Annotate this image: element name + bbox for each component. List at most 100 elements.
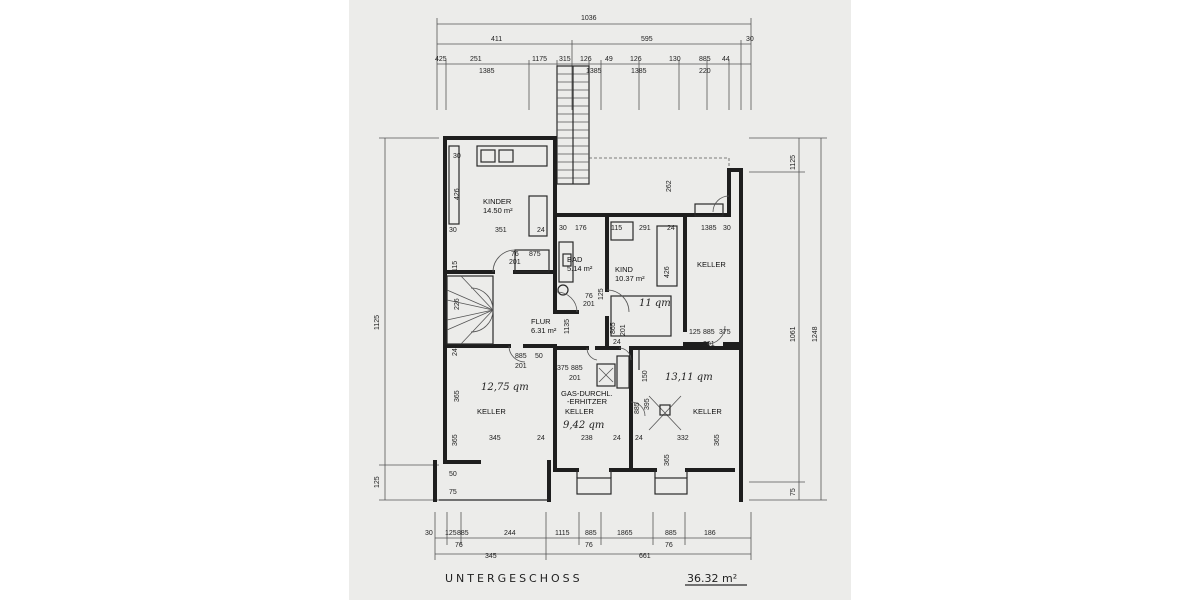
room-keller-se-hand: 13,11 qm [665, 372, 713, 383]
dim-top-row2-1: 595 [641, 36, 653, 43]
fixtures [448, 145, 724, 431]
dim-bottom-row2-2: 76 [665, 542, 673, 549]
dim-bottom-row1-0: 30 [425, 530, 433, 537]
dim-int-2: 30 [449, 227, 457, 234]
dim-int-18: 50 [449, 471, 457, 478]
room-gas-label-2: -ERHITZER [567, 397, 608, 406]
room-kind-name: KIND [615, 265, 634, 274]
dim-left-0: 1125 [374, 315, 381, 330]
dim-int-34: 125 [689, 329, 701, 336]
room-keller-ne-name: KELLER [697, 260, 726, 269]
side-dimensions: 1125 125 1125 1061 1248 75 [374, 137, 827, 501]
external-stair [556, 65, 730, 215]
room-gas-label-1: GAS-DURCHL. [561, 389, 613, 398]
room-bad-area: 5.14 m² [567, 264, 593, 273]
dim-int-29: 76 [585, 293, 593, 300]
room-kinder-name: KINDER [483, 197, 512, 206]
room-keller-mid-hand: 9,42 qm [563, 420, 604, 431]
dim-int-30: 201 [583, 301, 595, 308]
dim-top-row3-6: 126 [630, 56, 642, 63]
dim-int-48: 332 [677, 435, 689, 442]
dim-top-row3-9: 44 [722, 56, 730, 63]
dim-int-12: 50 [535, 353, 543, 360]
dim-int-40: 885 [571, 365, 583, 372]
dim-int-39: 375 [557, 365, 569, 372]
dim-int-43: 885 [634, 402, 641, 414]
dim-int-28: 125 [598, 288, 605, 300]
room-keller-se-name: KELLER [693, 407, 722, 416]
dim-bottom-row3-1: 661 [639, 553, 651, 560]
dim-int-38: 24 [613, 339, 621, 346]
dim-top-row3-7: 130 [669, 56, 681, 63]
dim-int-41: 201 [569, 375, 581, 382]
dim-int-27: 426 [664, 266, 671, 278]
dim-bottom-row1-4: 1115 [555, 530, 570, 537]
room-keller-sw-hand: 12,75 qm [481, 382, 529, 393]
dim-int-10: 24 [452, 348, 459, 356]
dim-int-6: 875 [529, 251, 541, 258]
top-dimensions: 1036 411 595 30 425 251 1175 315 126 49 … [435, 15, 754, 110]
dim-bottom-row1-2: 885 [457, 530, 469, 537]
dim-int-42: 150 [642, 370, 649, 382]
dim-int-5: 76 [511, 251, 519, 258]
dim-top-row3-3: 315 [559, 56, 571, 63]
room-keller-sw-name: KELLER [477, 407, 506, 416]
dim-int-14: 365 [454, 390, 461, 402]
room-flur-area: 6.31 m² [531, 326, 557, 335]
dim-int-36: 375 [719, 329, 731, 336]
dim-top-row3-4: 126 [580, 56, 592, 63]
dim-int-47: 24 [635, 435, 643, 442]
dim-left-1: 125 [374, 476, 381, 488]
dim-bottom-row1-6: 1865 [617, 530, 633, 537]
doors [492, 195, 730, 417]
dim-bottom-row1-7: 885 [665, 530, 677, 537]
room-bad-name: BAD [567, 255, 583, 264]
dim-top-row3-1: 251 [470, 56, 482, 63]
dim-right-3: 75 [790, 488, 797, 496]
room-kind-area: 10.37 m² [615, 274, 645, 283]
walls [433, 136, 743, 502]
dim-int-22: 115 [611, 225, 622, 232]
dim-int-33: 201 [620, 324, 627, 336]
dim-top-row4-2: 1385 [631, 68, 647, 75]
dim-top-row4-1: 1385 [586, 68, 602, 75]
dim-int-35: 885 [703, 329, 715, 336]
dim-int-23: 291 [639, 225, 651, 232]
interior-dimensions: 30 426 30 351 24 76 875 201 115 226 24 8… [449, 153, 731, 496]
dim-int-37: 201 [703, 341, 715, 348]
dim-int-13: 201 [515, 363, 527, 370]
floor-plan: 1036 411 595 30 425 251 1175 315 126 49 … [374, 15, 827, 586]
dim-int-0: 30 [453, 153, 461, 160]
room-labels: KINDER 14.50 m² BAD 5.14 m² KIND 10.37 m… [477, 197, 726, 431]
dim-int-50: 365 [664, 454, 671, 466]
dim-int-44: 395 [644, 398, 651, 410]
room-keller-mid-name: KELLER [565, 407, 594, 416]
dim-top-row4-3: 220 [699, 68, 711, 75]
dim-int-8: 115 [452, 261, 459, 272]
room-kinder-area: 14.50 m² [483, 206, 513, 215]
total-area: 36.32 m² [687, 572, 737, 585]
dim-top-row2-2: 30 [746, 36, 754, 43]
dim-int-51: 262 [666, 180, 673, 192]
dim-bottom-row1-3: 244 [504, 530, 516, 537]
dim-int-11: 885 [515, 353, 527, 360]
dim-int-9: 226 [454, 298, 461, 310]
bottom-dimensions: 30 125 885 244 1115 885 1865 885 186 76 … [425, 512, 752, 560]
dim-int-24: 24 [667, 225, 675, 232]
room-flur-name: FLUR [531, 317, 551, 326]
dim-right-0: 1125 [790, 155, 797, 170]
dim-int-45: 238 [581, 435, 593, 442]
dim-top-row3-2: 1175 [532, 56, 547, 63]
dim-bottom-row1-8: 186 [704, 530, 716, 537]
dim-int-19: 75 [449, 489, 457, 496]
plan-sheet: 1036 411 595 30 425 251 1175 315 126 49 … [349, 0, 851, 600]
dim-int-20: 176 [575, 225, 587, 232]
dim-int-16: 365 [452, 434, 459, 446]
dim-int-46: 24 [613, 435, 621, 442]
dim-int-17: 24 [537, 435, 545, 442]
dim-int-15: 345 [489, 435, 501, 442]
dim-int-32: 865 [610, 322, 617, 334]
room-kind-hand: 11 qm [639, 298, 671, 309]
dim-bottom-row2-1: 76 [585, 542, 593, 549]
